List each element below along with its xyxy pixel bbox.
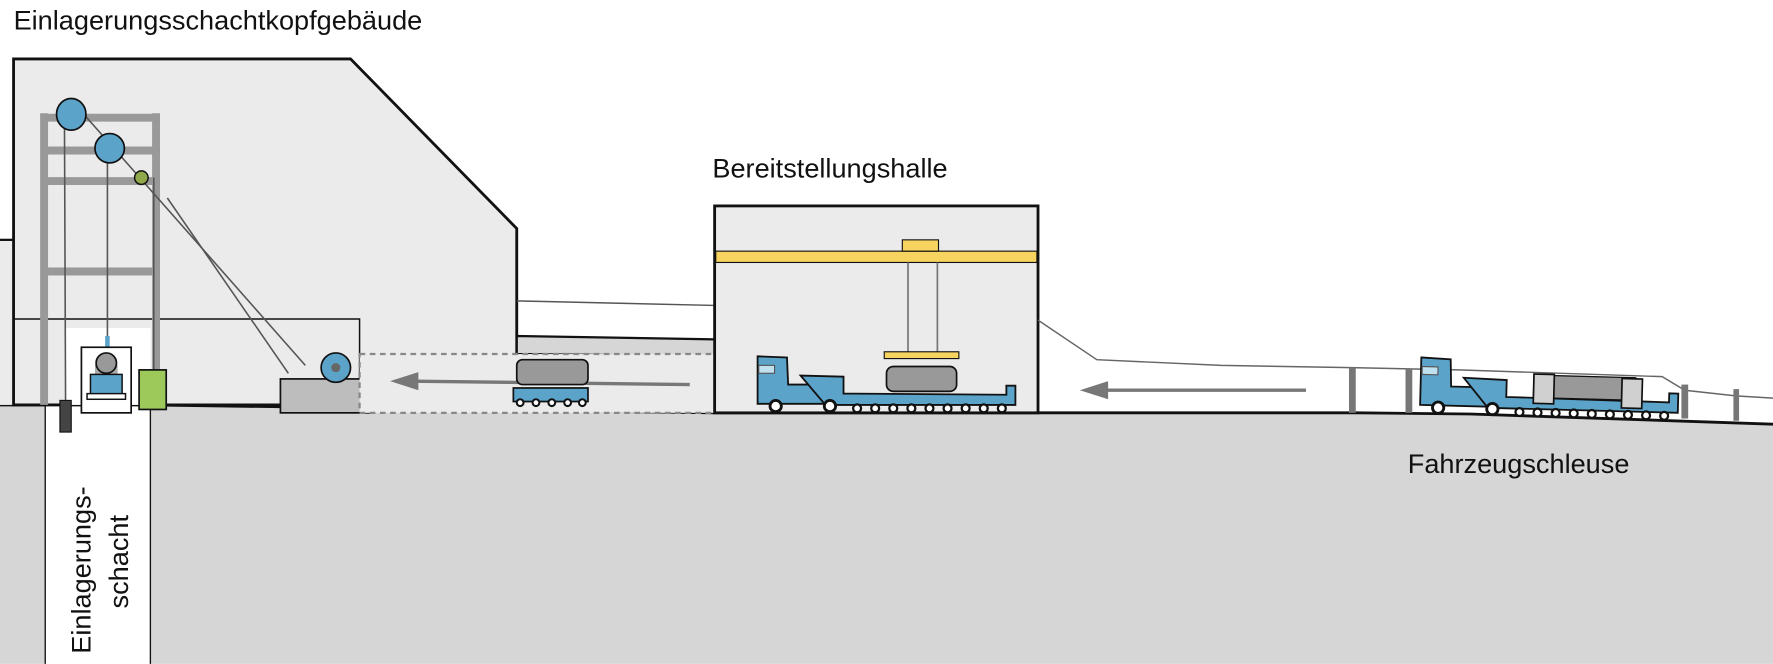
label-shaft-line1: Einlagerungs- [65,486,96,653]
gantry-crane-beam [715,250,1038,264]
transfer-cart [512,358,589,408]
winch-base [279,378,372,414]
label-vehicle-lock: Fahrzeugschleuse [1408,448,1630,479]
sheave-lower-icon [94,132,126,164]
ground [0,404,1773,664]
label-shaft-head-building: Einlagerungsschachtkopfgebäude [14,5,423,36]
fence-line [1037,319,1773,399]
shaft-cage [80,335,133,414]
shaft-marker [59,399,72,433]
sheave-upper-icon [55,97,87,132]
transport-vehicle-arriving [1418,356,1681,422]
fence-posts [1348,367,1740,421]
deflection-sheave-icon [133,170,149,186]
arrow-left-icon [1079,381,1307,400]
annex-building [0,239,14,405]
label-shaft-line2: schacht [103,515,134,609]
label-staging-hall: Bereitstellungshalle [712,153,947,184]
corridor-roof-line [516,300,715,307]
crane-spreader [883,351,960,360]
crane-trolley [901,239,940,252]
cask-in-hall [885,365,958,393]
counterweight [138,369,168,411]
